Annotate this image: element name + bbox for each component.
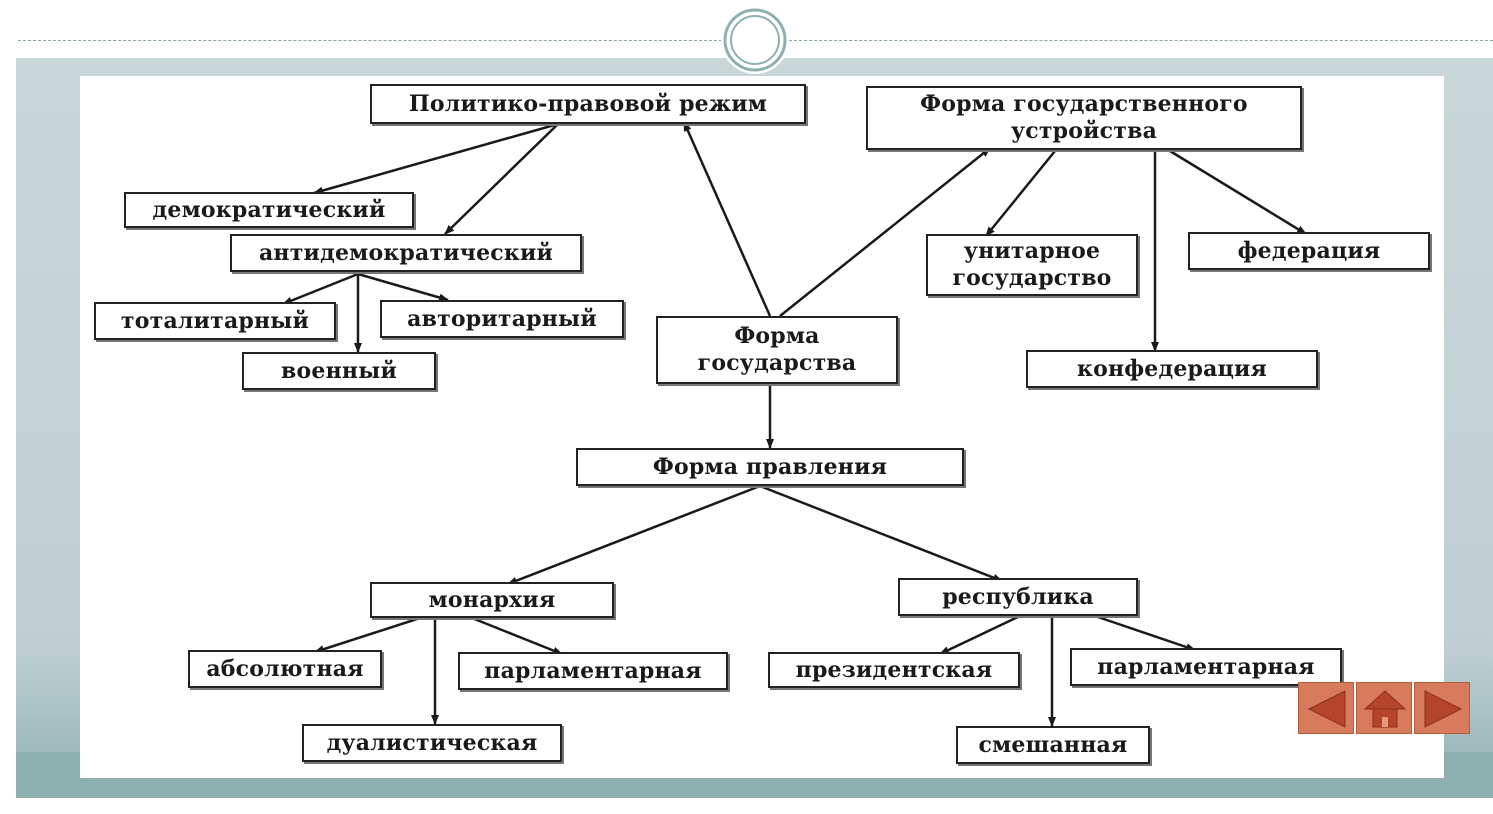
- government-title-box: Форма правления: [576, 448, 964, 486]
- federation-box: федерация: [1188, 232, 1430, 270]
- arrow-antidem-to-authoritarian: [357, 272, 449, 302]
- monarchy-box: монархия: [370, 582, 614, 618]
- authoritarian-box: авторитарный: [380, 300, 624, 338]
- totalitarian-label: тоталитарный: [120, 308, 310, 334]
- arrow-regime-to-antidemocratic: [444, 123, 559, 235]
- government-title-label: Форма правления: [652, 454, 888, 480]
- confederation-label: конфедерация: [1076, 356, 1268, 382]
- dualistic-box: дуалистическая: [302, 724, 562, 762]
- state-form-center-box: Форма государства: [656, 316, 898, 384]
- home-slide-button[interactable]: [1356, 682, 1412, 734]
- arrow-monarchy-to-parliamentary: [471, 616, 563, 656]
- structure-title-label: Форма государственного устройства: [920, 91, 1248, 144]
- arrow-regime-to-democratic: [313, 122, 559, 195]
- unitary-label: унитарное государство: [952, 238, 1112, 291]
- diagram-arrows: [282, 121, 1307, 727]
- parliamentary-republic-label: парламентарная: [1097, 654, 1315, 680]
- arrow-monarchy-to-absolute: [314, 616, 421, 654]
- absolute-box: абсолютная: [188, 650, 382, 688]
- confederation-box: конфедерация: [1026, 350, 1318, 388]
- state-form-center-label: Форма государства: [697, 323, 857, 376]
- totalitarian-box: тоталитарный: [94, 302, 336, 340]
- arrow-government-to-monarchy: [507, 484, 761, 586]
- unitary-box: унитарное государство: [926, 234, 1138, 296]
- arrow-center-to-regime: [682, 121, 772, 317]
- republic-box: республика: [898, 578, 1138, 616]
- antidemocratic-label: антидемократический: [258, 240, 554, 266]
- diagram-panel: Политико-правовой режим демократический …: [80, 76, 1444, 778]
- arrow-republic-to-presidential: [939, 614, 1021, 656]
- dualistic-label: дуалистическая: [326, 730, 538, 756]
- parliamentary-monarchy-box: парламентарная: [458, 652, 728, 690]
- slide-navigation: [1298, 682, 1470, 734]
- parliamentary-monarchy-label: парламентарная: [484, 658, 702, 684]
- mixed-label: смешанная: [978, 732, 1128, 758]
- arrow-center-to-structure: [779, 147, 991, 317]
- regime-title-label: Политико-правовой режим: [408, 91, 768, 117]
- military-label: военный: [281, 358, 397, 384]
- arrow-republic-to-parliamentary: [1094, 614, 1196, 652]
- monarchy-label: монархия: [428, 587, 556, 613]
- democratic-label: демократический: [152, 197, 386, 223]
- next-slide-button[interactable]: [1414, 682, 1470, 734]
- democratic-box: демократический: [124, 192, 414, 228]
- circle-ornament-icon: [721, 6, 789, 74]
- arrow-structure-to-unitary: [985, 150, 1056, 237]
- republic-label: республика: [942, 584, 1094, 610]
- regime-title-box: Политико-правовой режим: [370, 84, 806, 124]
- arrow-antidem-to-totalitarian: [282, 272, 359, 306]
- absolute-label: абсолютная: [206, 656, 364, 682]
- presidential-box: президентская: [768, 652, 1020, 688]
- parliamentary-republic-box: парламентарная: [1070, 648, 1342, 686]
- arrow-government-to-republic: [759, 484, 1003, 583]
- authoritarian-label: авторитарный: [407, 306, 597, 332]
- house-icon: [1363, 690, 1407, 728]
- triangle-left-icon: [1307, 690, 1346, 728]
- mixed-box: смешанная: [956, 726, 1150, 764]
- triangle-right-icon: [1424, 690, 1463, 728]
- antidemocratic-box: антидемократический: [230, 234, 582, 272]
- military-box: военный: [242, 352, 436, 390]
- arrow-structure-to-federation: [1169, 149, 1307, 236]
- federation-label: федерация: [1237, 238, 1381, 264]
- previous-slide-button[interactable]: [1298, 682, 1354, 734]
- presidential-label: президентская: [795, 657, 993, 683]
- structure-title-box: Форма государственного устройства: [866, 86, 1302, 150]
